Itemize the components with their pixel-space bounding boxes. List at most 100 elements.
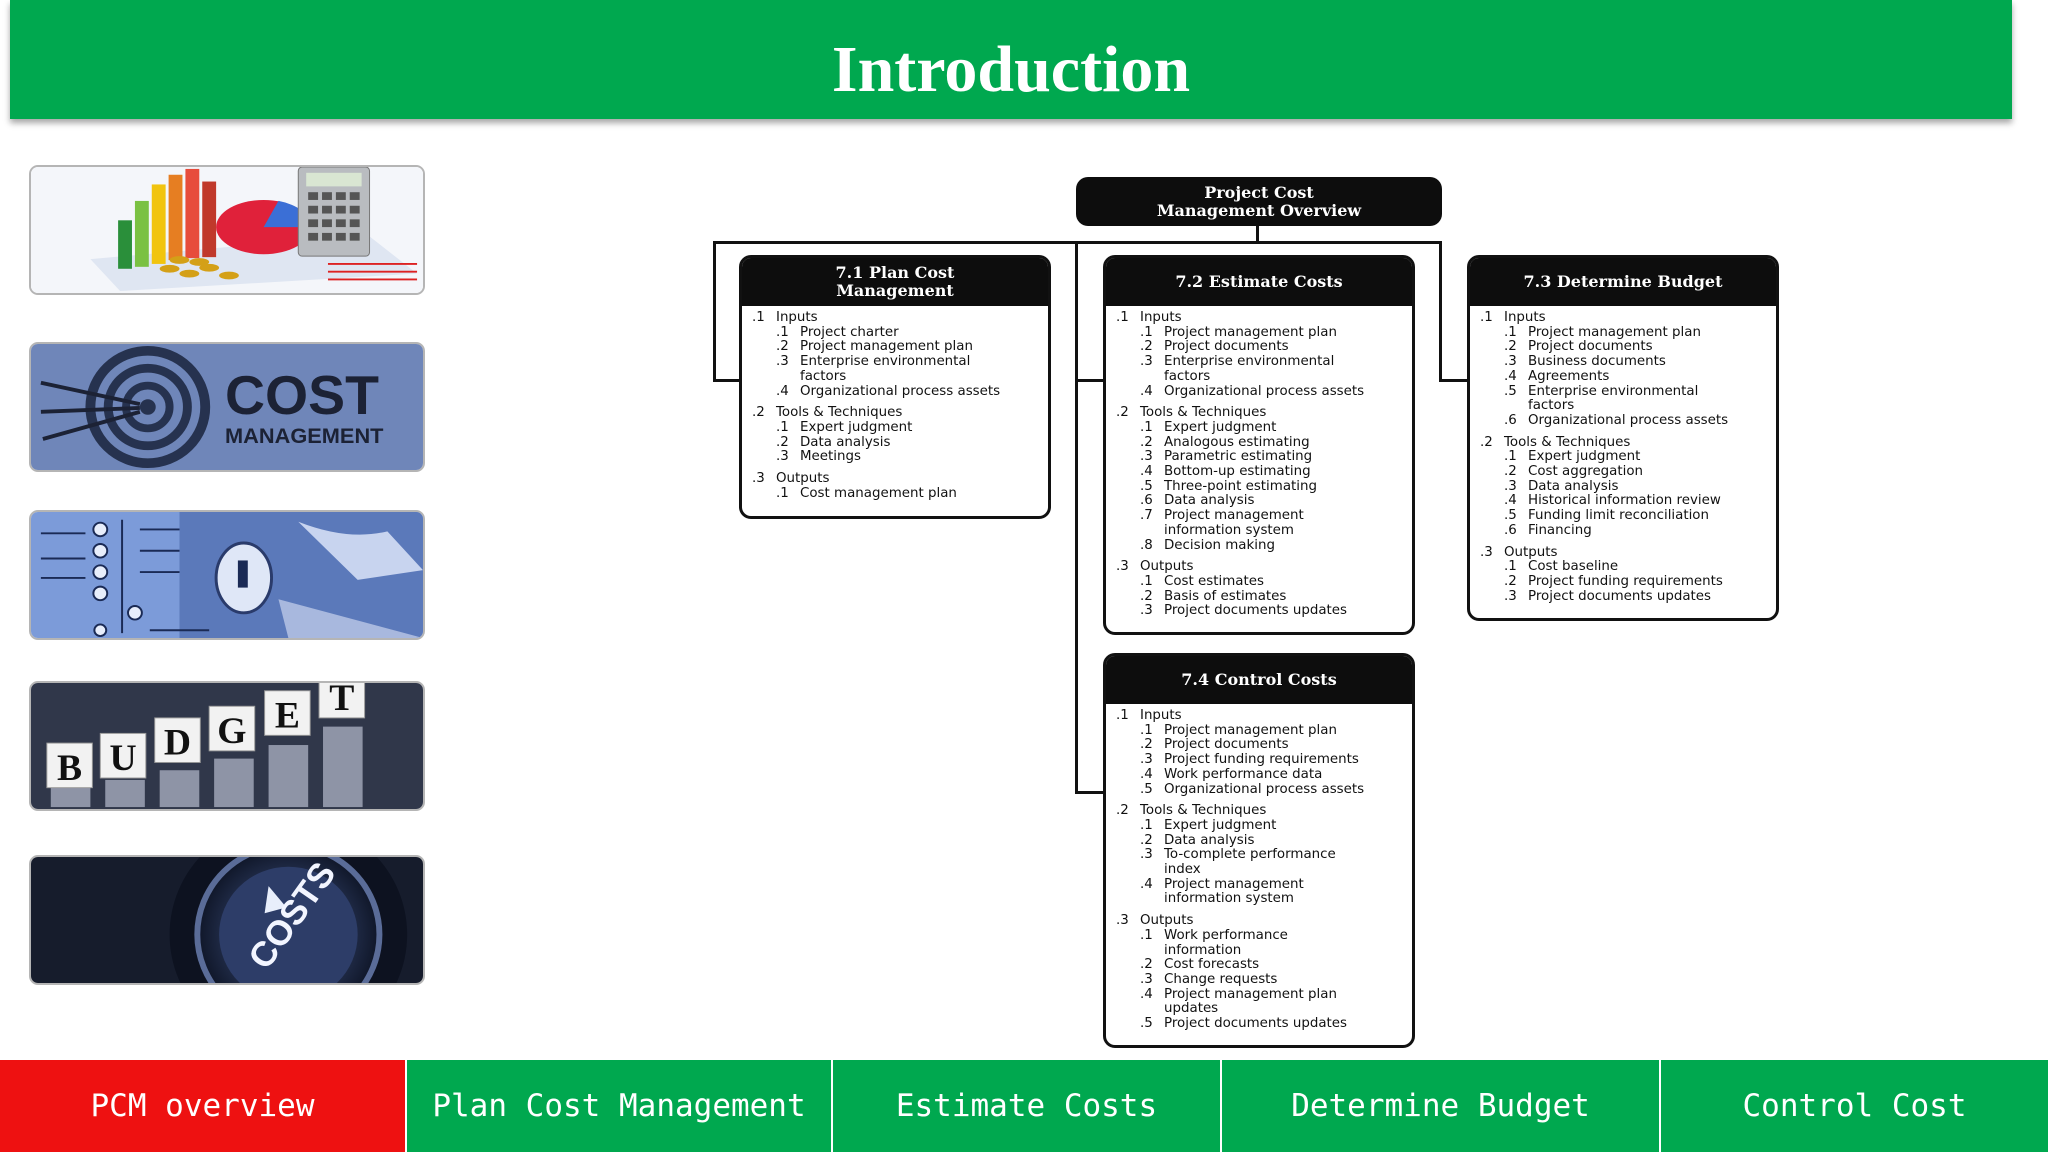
item-text: Project management plan [1528, 324, 1701, 340]
item-text: Project documents updates [1164, 1016, 1348, 1032]
item-text: Project documents [1164, 339, 1289, 355]
item-text: Organizational process assets [1528, 412, 1729, 428]
item-number: .1 [776, 324, 789, 340]
item-number [1140, 370, 1164, 385]
sub-item: .2 Basis of estimates [1116, 588, 1404, 605]
item-text: Organizational process assets [1164, 781, 1365, 797]
item-number: .1 [1480, 310, 1493, 325]
item-number: .2 [1140, 434, 1153, 450]
item-number: .4 [776, 383, 789, 399]
item-text: Outputs [1504, 544, 1558, 560]
item-text: Bottom-up estimating [1164, 464, 1311, 480]
item-text: Project management plan [800, 339, 973, 355]
connector [713, 379, 741, 382]
item-text: Project management [1164, 876, 1304, 892]
nav-plan-cost-management[interactable]: Plan Cost Management [407, 1060, 833, 1152]
item-text: Expert judgment [1528, 449, 1641, 465]
nav-control-cost[interactable]: Control Cost [1661, 1060, 2048, 1152]
box-title: 7.2 Estimate Costs [1106, 258, 1412, 306]
nav-pcm-overview[interactable]: PCM overview [0, 1060, 407, 1152]
item-number: .2 [1504, 339, 1517, 355]
item-text: Work performance data [1164, 766, 1323, 782]
item-text: Organizational process assets [1164, 383, 1365, 399]
item-text: Cost management plan [800, 485, 957, 501]
item-text: Meetings [800, 449, 861, 465]
item-text: factors [1528, 398, 1575, 414]
item-text: Historical information review [1528, 493, 1721, 509]
charts-calculator-image[interactable] [29, 165, 425, 295]
budget-letter-d: D [164, 723, 191, 764]
item-number: .1 [1140, 927, 1153, 943]
item-text: Basis of estimates [1164, 588, 1287, 604]
item-number: .2 [1140, 588, 1153, 604]
item-text: Project management [1164, 508, 1304, 524]
item-text: Agreements [1528, 368, 1610, 384]
budget-letter-b: B [57, 748, 82, 789]
item-number: .3 [752, 471, 765, 487]
item-text: Cost baseline [1528, 559, 1619, 575]
item-number: .5 [1140, 781, 1153, 797]
sub-item: factors [1116, 369, 1404, 385]
cost-image-text: COST [225, 364, 379, 425]
item-number: .3 [1504, 478, 1517, 494]
item-number: .4 [1504, 493, 1517, 509]
item-text: Funding limit reconciliation [1528, 508, 1709, 524]
nav-determine-budget[interactable]: Determine Budget [1222, 1060, 1661, 1152]
item-number: .2 [1140, 957, 1153, 973]
item-number: .1 [1140, 324, 1153, 340]
item-text: Tools & Techniques [1140, 803, 1267, 819]
bottom-nav: PCM overview Plan Cost Management Estima… [0, 1060, 2048, 1152]
item-number: .3 [1116, 913, 1129, 929]
cost-management-image[interactable]: COST MANAGEMENT [29, 342, 425, 472]
item-text: To-complete performance [1164, 847, 1336, 863]
item-number: .6 [1140, 493, 1153, 509]
item-number [1140, 524, 1164, 539]
item-number: .1 [776, 419, 789, 435]
item-number: .2 [1140, 737, 1153, 753]
diagram-title: Project Cost Management Overview [1156, 182, 1362, 220]
item-text: Three-point estimating [1164, 478, 1317, 494]
budget-letter-u: U [109, 739, 136, 780]
nav-estimate-costs[interactable]: Estimate Costs [833, 1060, 1222, 1152]
sub-item: factors [752, 369, 1040, 385]
item-text: Project management plan [1164, 986, 1337, 1002]
item-number: .1 [752, 310, 765, 325]
item-number: .2 [1140, 339, 1153, 355]
budget-blocks-image[interactable]: B U D G E T [29, 681, 425, 811]
item-number: .5 [1504, 508, 1517, 524]
item-number: .1 [1140, 817, 1153, 833]
item-text: Outputs [1140, 559, 1194, 575]
planning-steps-image[interactable] [29, 510, 425, 640]
management-image-text: MANAGEMENT [225, 423, 383, 448]
item-text: Data analysis [1164, 832, 1255, 848]
item-number: .4 [1140, 876, 1153, 892]
connector [1075, 379, 1105, 382]
costs-dial-image[interactable]: COSTS [29, 855, 425, 985]
